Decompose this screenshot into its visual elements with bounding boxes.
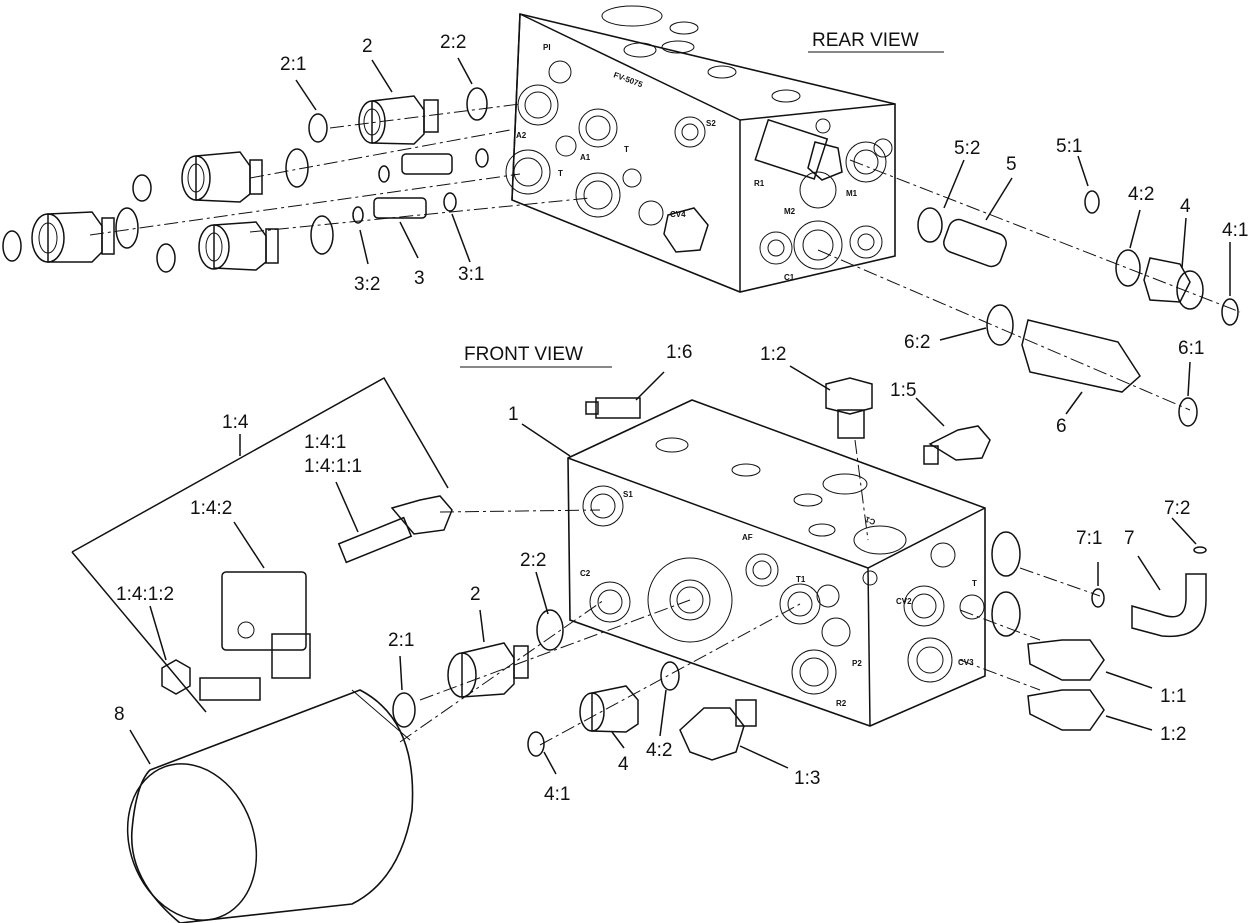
callout-labels: 2:1 2 2:2 3:2 3 3:1 5:2 5 5:1 4:2 4 4:1 …: [114, 32, 1248, 805]
callout-1-6: 1:6: [666, 342, 692, 363]
callout-4-front: 4: [618, 754, 629, 775]
rear-label-c1: C1: [784, 273, 795, 282]
callout-5-1: 5:1: [1056, 136, 1082, 157]
rear-view-title: REAR VIEW: [812, 30, 919, 51]
front-label-cv2: CV2: [896, 597, 912, 606]
rear-label-a2: A2: [516, 131, 527, 140]
front-label-c2: C2: [580, 569, 591, 578]
rear-label-a1: A1: [580, 153, 591, 162]
callout-4-2-front: 4:2: [646, 740, 672, 761]
front-valve-block: S1 C2 AF T1 P2 R2 C1 CV2 CV3 T: [567, 399, 986, 727]
front-view-title: FRONT VIEW: [464, 344, 583, 365]
callout-1-3: 1:3: [794, 768, 820, 789]
callout-1: 1: [508, 404, 519, 425]
callout-1-4-1: 1:4:1: [304, 432, 346, 453]
callout-1-4-2: 1:4:2: [190, 498, 232, 519]
callout-1-4-1-1: 1:4:1:1: [304, 456, 362, 477]
rear-left-fittings: [2, 87, 591, 273]
callout-2-rear: 2: [362, 36, 373, 57]
callout-2-1-front: 2:1: [388, 630, 414, 651]
front-label-t1: T1: [796, 575, 806, 584]
front-label-r2: R2: [836, 699, 847, 708]
filter-cylinder-8: [126, 599, 605, 923]
rear-label-t-upper: T: [624, 145, 629, 154]
callout-6-2: 6:2: [904, 332, 930, 353]
callout-2-front: 2: [470, 584, 481, 605]
callout-1-4-1-2: 1:4:1:2: [116, 584, 174, 605]
rear-valve-block: PI FV-5075 A2 A1 T T S2 CV4 R1 M2 M1 C1: [505, 5, 896, 293]
callout-8: 8: [114, 704, 125, 725]
front-fittings: [161, 377, 1207, 761]
callout-1-2-bottom: 1:2: [1160, 724, 1186, 745]
callout-7: 7: [1124, 528, 1135, 549]
callout-6: 6: [1056, 416, 1067, 437]
callout-5-2: 5:2: [954, 138, 980, 159]
front-label-t: T: [972, 579, 977, 588]
rear-label-cv4: CV4: [670, 210, 686, 219]
callout-2-2-rear: 2:2: [440, 32, 466, 53]
callout-2-1-rear: 2:1: [280, 54, 306, 75]
callout-3-2: 3:2: [354, 274, 380, 295]
callout-4-1-rear: 4:1: [1222, 220, 1248, 241]
callout-5: 5: [1006, 154, 1017, 175]
callout-1-2-top: 1:2: [760, 344, 786, 365]
callout-7-2: 7:2: [1164, 498, 1190, 519]
rear-label-s2: S2: [706, 119, 716, 128]
rear-right-fittings: [817, 159, 1241, 427]
callout-3: 3: [414, 268, 425, 289]
callout-4-rear: 4: [1180, 196, 1191, 217]
callout-7-1: 7:1: [1076, 528, 1102, 549]
group-bracket-1-4: [71, 376, 449, 553]
callout-1-5: 1:5: [890, 380, 916, 401]
callout-4-1-front: 4:1: [544, 784, 570, 805]
leader-lines: [129, 57, 1231, 775]
callout-2-2-front: 2:2: [520, 550, 546, 571]
rear-label-m1: M1: [846, 189, 858, 198]
rear-label-r1: R1: [754, 179, 765, 188]
rear-label-t-lower: T: [558, 169, 563, 178]
callout-1-1: 1:1: [1160, 686, 1186, 707]
front-label-p2: P2: [852, 659, 862, 668]
front-label-c1: C1: [863, 514, 876, 526]
callout-3-1: 3:1: [458, 264, 484, 285]
callout-1-4: 1:4: [222, 412, 249, 433]
callout-6-1: 6:1: [1178, 338, 1204, 359]
rear-label-pi: PI: [543, 43, 551, 52]
rear-label-m2: M2: [784, 207, 796, 216]
front-label-af: AF: [742, 533, 753, 542]
callout-4-2-rear: 4:2: [1128, 184, 1154, 205]
front-label-s1: S1: [623, 490, 633, 499]
